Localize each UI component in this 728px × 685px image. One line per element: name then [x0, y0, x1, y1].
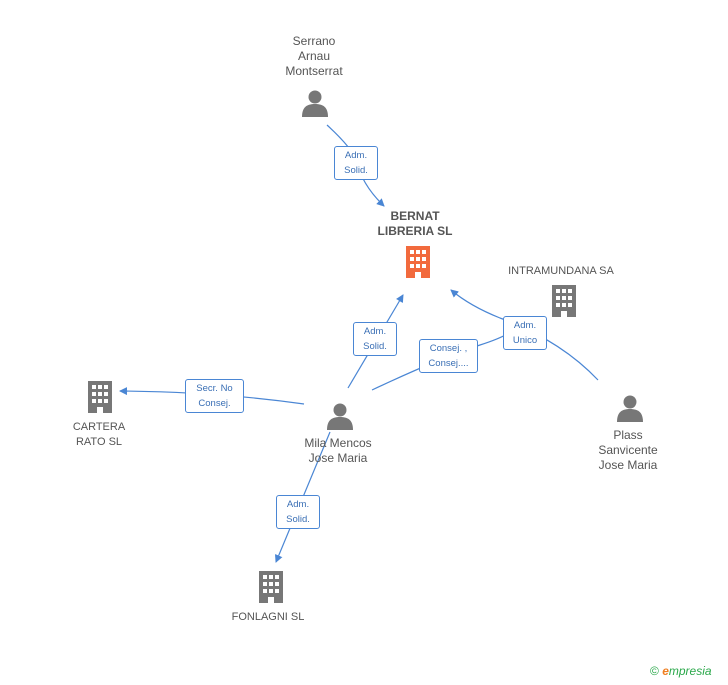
edge-label-line: Secr. No: [196, 383, 233, 394]
label-line: Arnau: [297, 49, 331, 63]
node-label-bernat[interactable]: BERNAT LIBRERIA SL: [378, 209, 453, 239]
label-line: INTRAMUNDANA SA: [508, 265, 614, 277]
copyright-symbol: ©: [650, 664, 659, 678]
label-line: Serrano: [292, 34, 336, 48]
edge-label-mila-bernat-adm[interactable]: Adm. Solid.: [353, 322, 397, 356]
edge-label-line: Adm.: [513, 320, 537, 331]
edge-label-line: Solid.: [344, 165, 368, 176]
label-line: Plass: [613, 428, 643, 442]
edge-label-line: Unico: [512, 335, 538, 346]
node-label-plass[interactable]: Plass Sanvicente Jose Maria: [598, 428, 657, 473]
node-label-mila[interactable]: Mila Mencos Jose Maria: [304, 436, 371, 466]
label-line: FONLAGNI SL: [231, 611, 305, 623]
brand-initial: e: [662, 664, 669, 678]
edge-label-line: Consej....: [428, 358, 469, 369]
edge-label-line: Adm.: [363, 326, 387, 337]
edge-label-mila-bernat-consej[interactable]: Consej. , Consej....: [419, 339, 478, 373]
edge-label-line: Solid.: [363, 341, 387, 352]
edge-label-mila-cartera[interactable]: Secr. No Consej.: [185, 379, 244, 413]
edge-label-serrano-bernat[interactable]: Adm. Solid.: [334, 146, 378, 180]
building-icon-cartera[interactable]: [88, 381, 112, 413]
node-label-fonlagni[interactable]: FONLAGNI SL: [232, 610, 305, 625]
edge-label-line: Adm.: [344, 150, 368, 161]
person-icon-plass[interactable]: [617, 395, 643, 423]
label-line: RATO SL: [75, 436, 123, 448]
empresia-logo: © empresia: [650, 664, 712, 678]
brand-name: mpresia: [668, 664, 712, 678]
building-icon-bernat[interactable]: [406, 246, 430, 278]
building-icon-intramundana[interactable]: [552, 285, 576, 317]
label-line: BERNAT: [390, 209, 440, 223]
label-line: CARTERA: [72, 421, 126, 433]
building-icon-fonlagni[interactable]: [259, 571, 283, 603]
label-line: Sanvicente: [598, 443, 658, 457]
edge-label-line: Consej.: [198, 398, 231, 409]
person-icon-serrano[interactable]: [302, 90, 328, 118]
node-label-intramundana[interactable]: INTRAMUNDANA SA: [508, 264, 614, 279]
label-line: Jose Maria: [308, 451, 368, 465]
label-line: Jose Maria: [598, 458, 658, 472]
edge-label-line: Adm.: [286, 499, 310, 510]
edge-label-line: Consej. ,: [429, 343, 468, 354]
label-line: Mila Mencos: [304, 436, 372, 450]
edge-label-line: Solid.: [286, 514, 310, 525]
edge-label-mila-fonlagni[interactable]: Adm. Solid.: [276, 495, 320, 529]
node-label-cartera[interactable]: CARTERA RATO SL: [73, 420, 125, 450]
label-line: LIBRERIA SL: [377, 224, 453, 238]
edge-label-plass-intramundana[interactable]: Adm. Unico: [503, 316, 547, 350]
node-label-serrano[interactable]: Serrano Arnau Montserrat: [285, 34, 342, 79]
person-icon-mila[interactable]: [327, 403, 353, 431]
label-line: Montserrat: [285, 64, 343, 78]
